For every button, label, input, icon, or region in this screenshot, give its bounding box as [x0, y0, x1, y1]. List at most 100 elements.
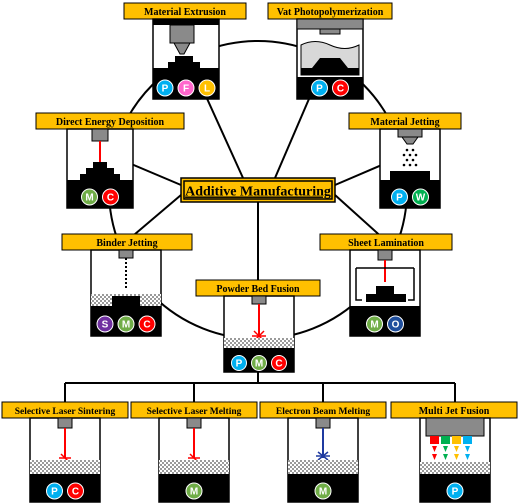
material-badge-letter: M — [85, 193, 93, 204]
material-badge-letter: M — [255, 359, 263, 370]
material-badge-letter: P — [162, 84, 169, 95]
jetted-droplets — [402, 148, 418, 167]
material-badge-letter: M — [370, 320, 378, 331]
material-badge-c — [271, 355, 287, 371]
laminated-part — [376, 286, 394, 294]
material-badge-o — [387, 315, 404, 333]
beam-spot — [316, 451, 330, 461]
build-plate — [159, 474, 229, 480]
print-head — [397, 128, 423, 138]
material-badges: P — [446, 482, 464, 500]
material-badges: M — [185, 482, 203, 500]
material-badge-letter: O — [392, 320, 400, 331]
material-badges: M — [314, 482, 332, 500]
material-badge-m — [366, 315, 383, 333]
material-badge-letter: M — [319, 487, 327, 498]
printed-part — [312, 58, 348, 68]
process-label: Multi Jet Fusion — [419, 406, 490, 417]
tree-connectors — [64, 372, 456, 402]
material-badge-s — [96, 315, 114, 333]
laser-source — [57, 417, 73, 429]
laser-source — [186, 417, 202, 429]
process-sheet-lamination: Sheet Lamination M O — [319, 233, 453, 337]
process-label: Powder Bed Fusion — [216, 284, 300, 295]
fusing-agent-droplets — [432, 446, 470, 460]
process-selective-laser-melting: Selective Laser Melting M — [130, 401, 258, 503]
cutter-head — [377, 249, 393, 261]
material-badge-p — [231, 355, 247, 371]
material-strip — [67, 186, 133, 208]
material-badge-letter: M — [190, 487, 198, 498]
process-label: Selective Laser Melting — [147, 407, 242, 417]
material-badge-c — [67, 482, 84, 500]
spoke-sheet-lamination — [334, 194, 386, 241]
deposited-part — [93, 162, 107, 168]
material-badge-m — [81, 188, 98, 206]
build-plate — [288, 474, 358, 480]
printed-part — [168, 62, 200, 68]
material-badge-m — [314, 482, 332, 500]
laser-source — [251, 295, 267, 305]
material-badge-c — [102, 188, 119, 206]
process-electron-beam-melting: Electron Beam Melting M — [259, 401, 387, 503]
sheet-feed — [355, 268, 415, 301]
material-badge-m — [251, 355, 267, 371]
material-badge-letter: C — [143, 320, 150, 331]
nozzle-tip — [173, 42, 191, 55]
material-badge-letter: C — [337, 84, 344, 95]
material-badge-c — [332, 79, 349, 97]
process-label: Material Extrusion — [144, 7, 226, 18]
process-multi-jet-fusion: Multi Jet Fusion P — [390, 401, 518, 503]
material-strip — [297, 77, 363, 99]
material-badge-letter: P — [51, 487, 58, 498]
material-badge-l — [198, 79, 216, 97]
build-plate — [420, 474, 490, 480]
build-plate — [350, 306, 420, 312]
build-plate — [380, 180, 440, 186]
build-plate — [153, 68, 219, 77]
material-badge-p — [391, 188, 408, 206]
deposition-head — [91, 128, 109, 142]
material-badge-letter: C — [275, 359, 282, 370]
material-strip — [380, 186, 440, 208]
material-badge-p — [46, 482, 63, 500]
print-head — [425, 417, 485, 437]
material-badge-f — [177, 79, 195, 97]
powder-bed — [159, 460, 229, 474]
center-title: Additive Manufacturing — [185, 185, 331, 200]
process-label: Electron Beam Melting — [276, 407, 371, 417]
material-badge-letter: S — [102, 320, 109, 331]
printed-part — [112, 296, 140, 306]
process-label: Direct Energy Deposition — [56, 117, 165, 128]
material-badge-p — [446, 482, 464, 500]
material-badge-m — [117, 315, 135, 333]
build-plate — [67, 180, 133, 186]
material-badge-letter: C — [72, 487, 79, 498]
powder-bed — [224, 338, 294, 348]
spoke-binder-jetting — [127, 194, 182, 241]
material-badge-c — [138, 315, 156, 333]
powder-bed — [30, 460, 100, 474]
center-title-box: Additive Manufacturing — [180, 177, 336, 203]
build-plate — [224, 348, 294, 354]
material-badge-letter: P — [452, 487, 459, 498]
build-plate — [91, 306, 161, 312]
material-badge-letter: M — [122, 320, 130, 331]
process-label: Sheet Lamination — [348, 238, 424, 249]
material-badge-letter: W — [416, 193, 426, 204]
build-platform — [296, 18, 364, 30]
